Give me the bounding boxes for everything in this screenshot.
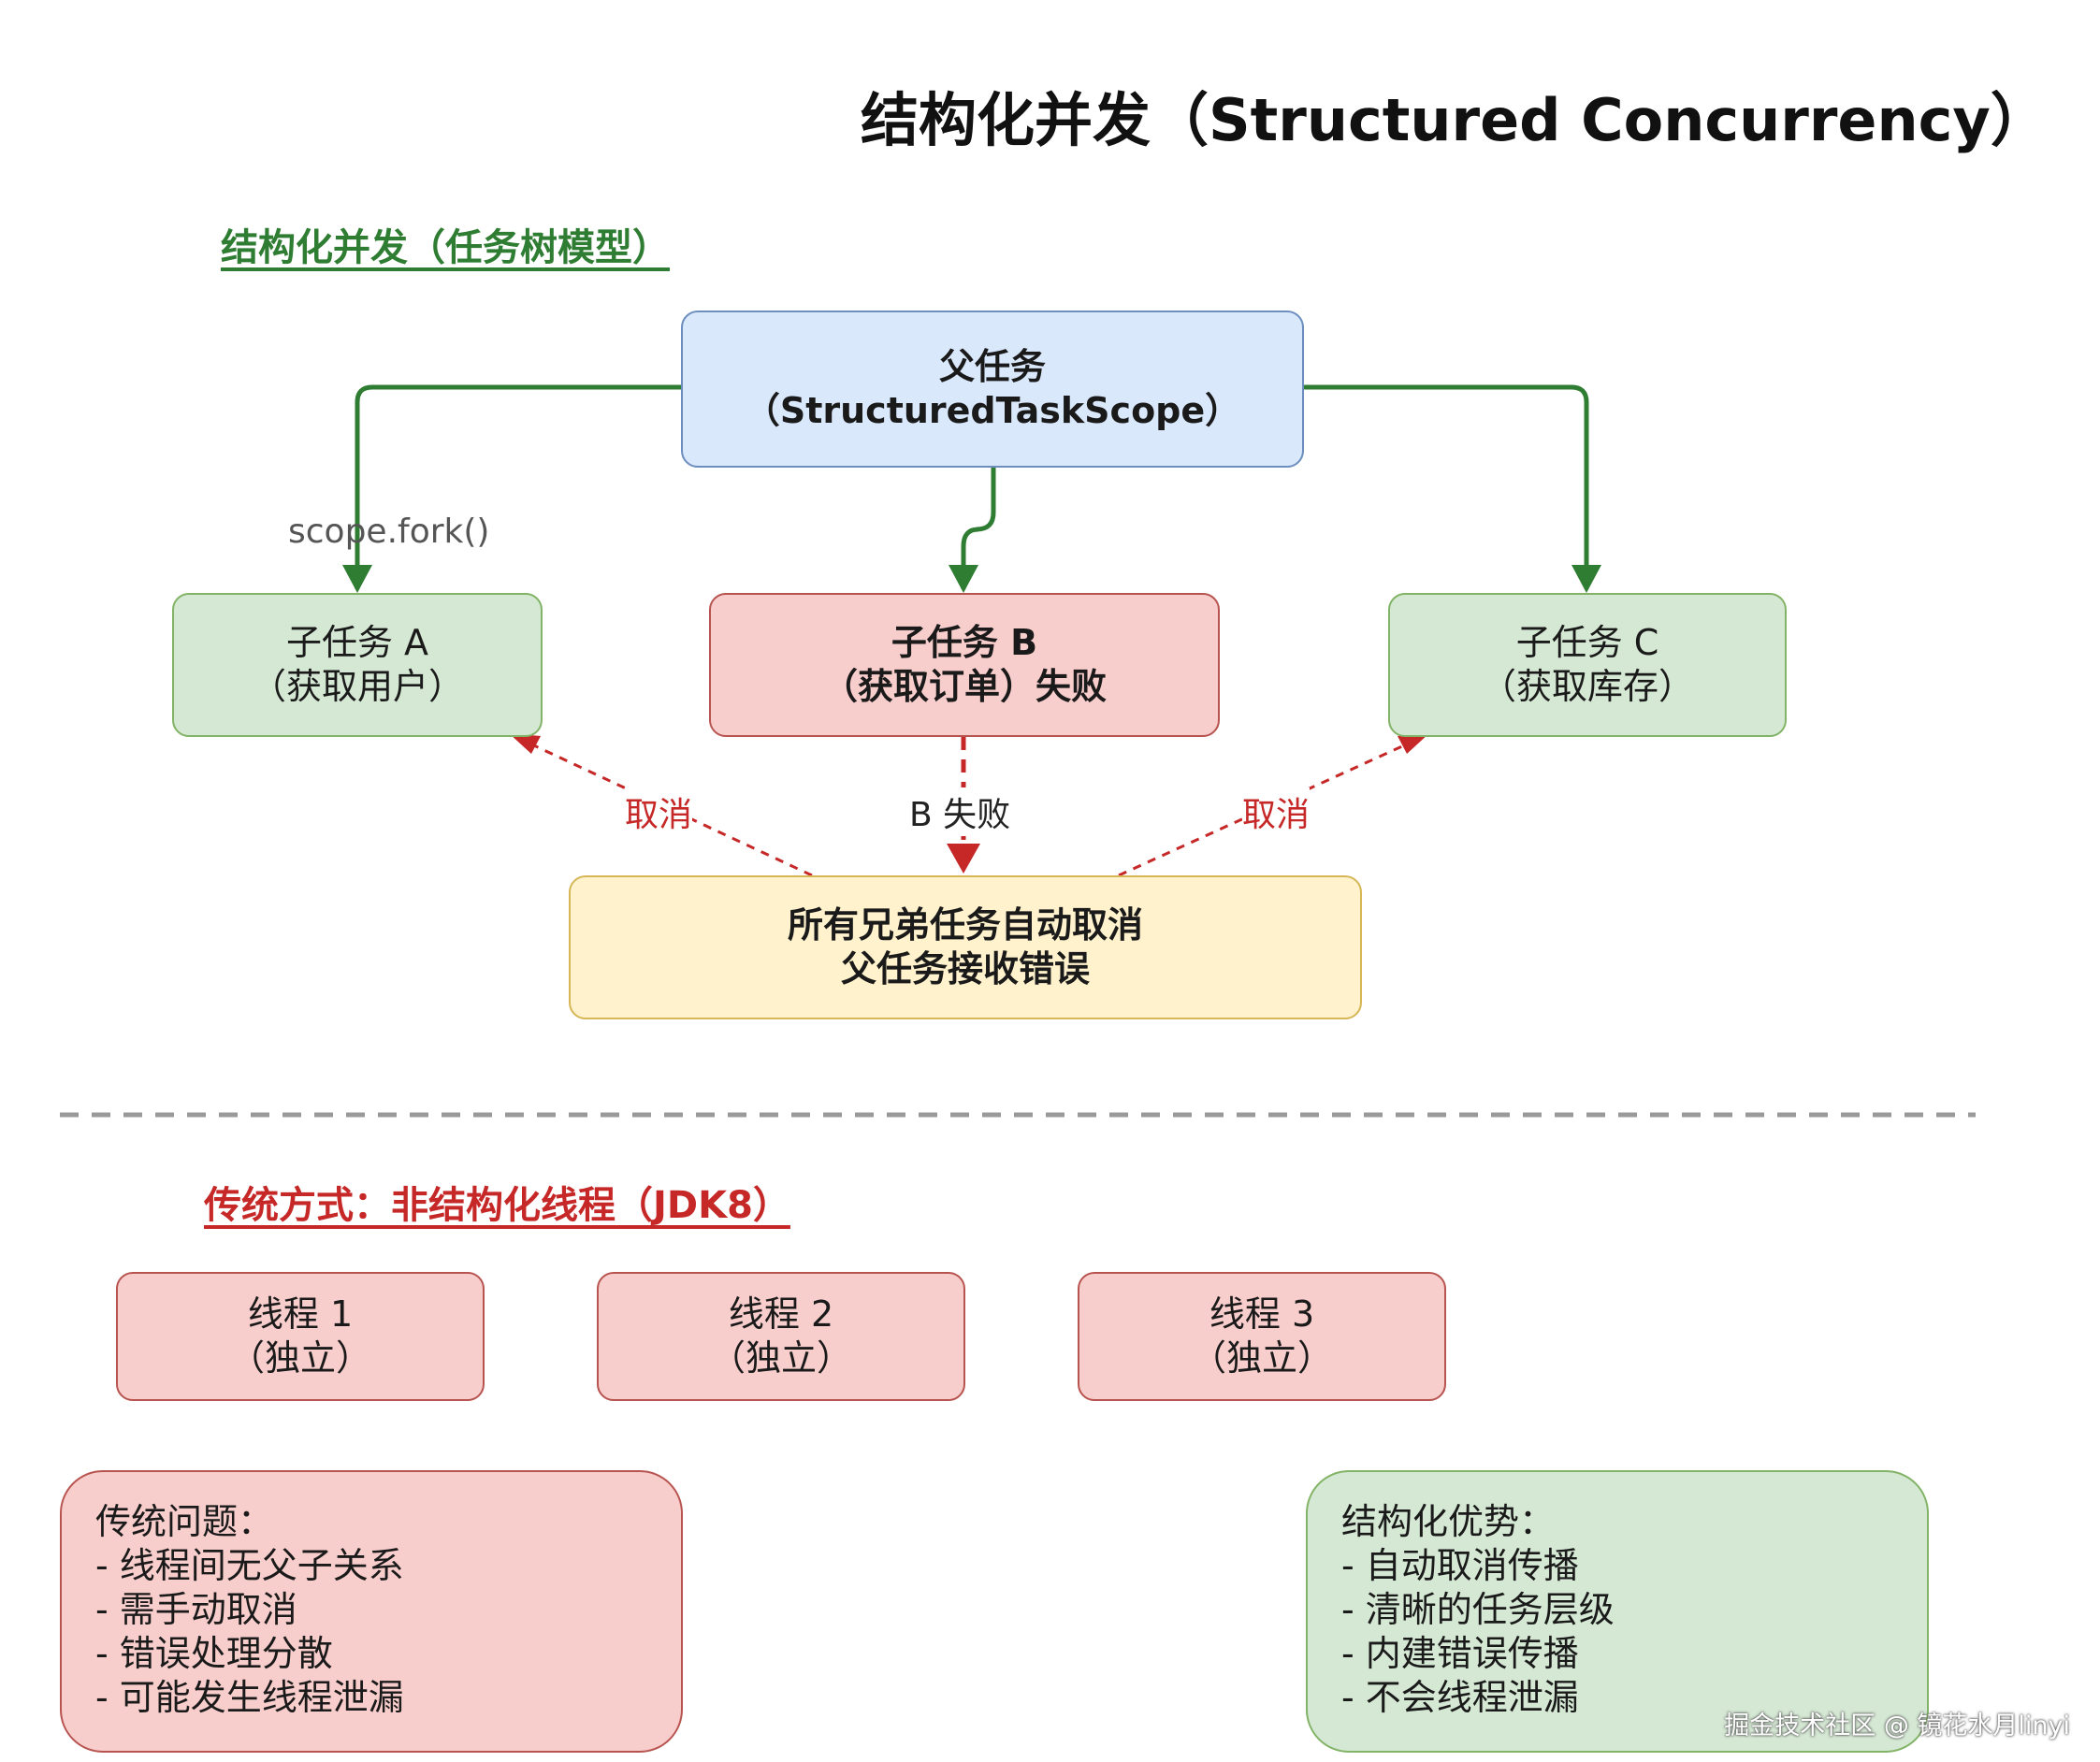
problem-item: - 可能发生线程泄漏 (95, 1677, 404, 1718)
structured-advantages-note: 结构化优势： - 自动取消传播 - 清晰的任务层级 - 内建错误传播 - 不会线… (1306, 1470, 1929, 1753)
advantage-item: - 内建错误传播 (1341, 1633, 1579, 1674)
child-task-c-desc: （获取库存） (1480, 666, 1694, 707)
problems-title: 传统问题： (95, 1501, 274, 1542)
fork-edge-label: scope.fork() (288, 513, 490, 551)
child-task-a-node: 子任务 A （获取用户） (172, 593, 543, 737)
b-fail-edge-label: B 失败 (909, 787, 1011, 836)
child-task-a-desc: （获取用户） (250, 666, 464, 707)
problem-item: - 错误处理分散 (95, 1633, 333, 1674)
arrowhead-c (1571, 565, 1601, 593)
cancel-result-node: 所有兄弟任务自动取消 父任务接收错误 (569, 875, 1362, 1019)
thread-1-node: 线程 1 （独立） (116, 1272, 485, 1401)
edge-parent-to-a (352, 384, 681, 592)
advantages-title: 结构化优势： (1341, 1501, 1556, 1542)
traditional-problems-note: 传统问题： - 线程间无父子关系 - 需手动取消 - 错误处理分散 - 可能发生… (60, 1470, 683, 1753)
structured-section-heading: 结构化并发（任务树模型） (221, 226, 670, 269)
thread-1-desc: （独立） (228, 1337, 371, 1379)
thread-3-node: 线程 3 （独立） (1078, 1272, 1446, 1401)
arrowhead-cancel-a (509, 733, 541, 754)
parent-task-label: 父任务 (938, 345, 1046, 387)
thread-2-node: 线程 2 （独立） (597, 1272, 965, 1401)
advantage-item: - 自动取消传播 (1341, 1545, 1579, 1586)
arrowhead-a (342, 565, 372, 593)
problem-item: - 线程间无父子关系 (95, 1545, 404, 1586)
arrowhead-b-fail (947, 844, 980, 874)
parent-task-scope: （StructuredTaskScope） (744, 390, 1241, 431)
watermark: 掘金技术社区 @ 镜花水月linyi (1724, 1711, 2070, 1740)
cancel-result-line1: 所有兄弟任务自动取消 (787, 903, 1143, 946)
problem-item: - 需手动取消 (95, 1589, 297, 1630)
child-task-b-desc: （获取订单）失败 (821, 666, 1107, 707)
thread-3-desc: （独立） (1190, 1337, 1333, 1379)
thread-2-label: 线程 2 (728, 1293, 834, 1335)
parent-task-node: 父任务 （StructuredTaskScope） (681, 311, 1304, 468)
arrowhead-cancel-c (1398, 733, 1429, 754)
thread-3-label: 线程 3 (1209, 1293, 1315, 1335)
child-task-c-node: 子任务 C （获取库存） (1388, 593, 1787, 737)
edge-parent-to-c (1304, 384, 1589, 589)
thread-2-desc: （独立） (709, 1337, 852, 1379)
cancel-result-line2: 父任务接收错误 (840, 948, 1090, 989)
traditional-section-heading: 传统方式：非结构化线程（JDK8） (204, 1184, 790, 1227)
advantage-item: - 不会线程泄漏 (1341, 1677, 1579, 1718)
cancel-a-edge-label: 取消 (625, 787, 693, 836)
child-task-a-label: 子任务 A (285, 621, 429, 663)
edge-parent-to-b (961, 468, 996, 589)
page-title: 结构化并发（Structured Concurrency） (861, 86, 2049, 154)
child-task-b-node: 子任务 B （获取订单）失败 (709, 593, 1220, 737)
child-task-b-label: 子任务 B (891, 621, 1038, 663)
thread-1-label: 线程 1 (247, 1293, 354, 1335)
child-task-c-label: 子任务 C (1515, 621, 1659, 663)
advantage-item: - 清晰的任务层级 (1341, 1589, 1615, 1630)
cancel-c-edge-label: 取消 (1242, 787, 1311, 836)
arrowhead-b (949, 565, 978, 593)
